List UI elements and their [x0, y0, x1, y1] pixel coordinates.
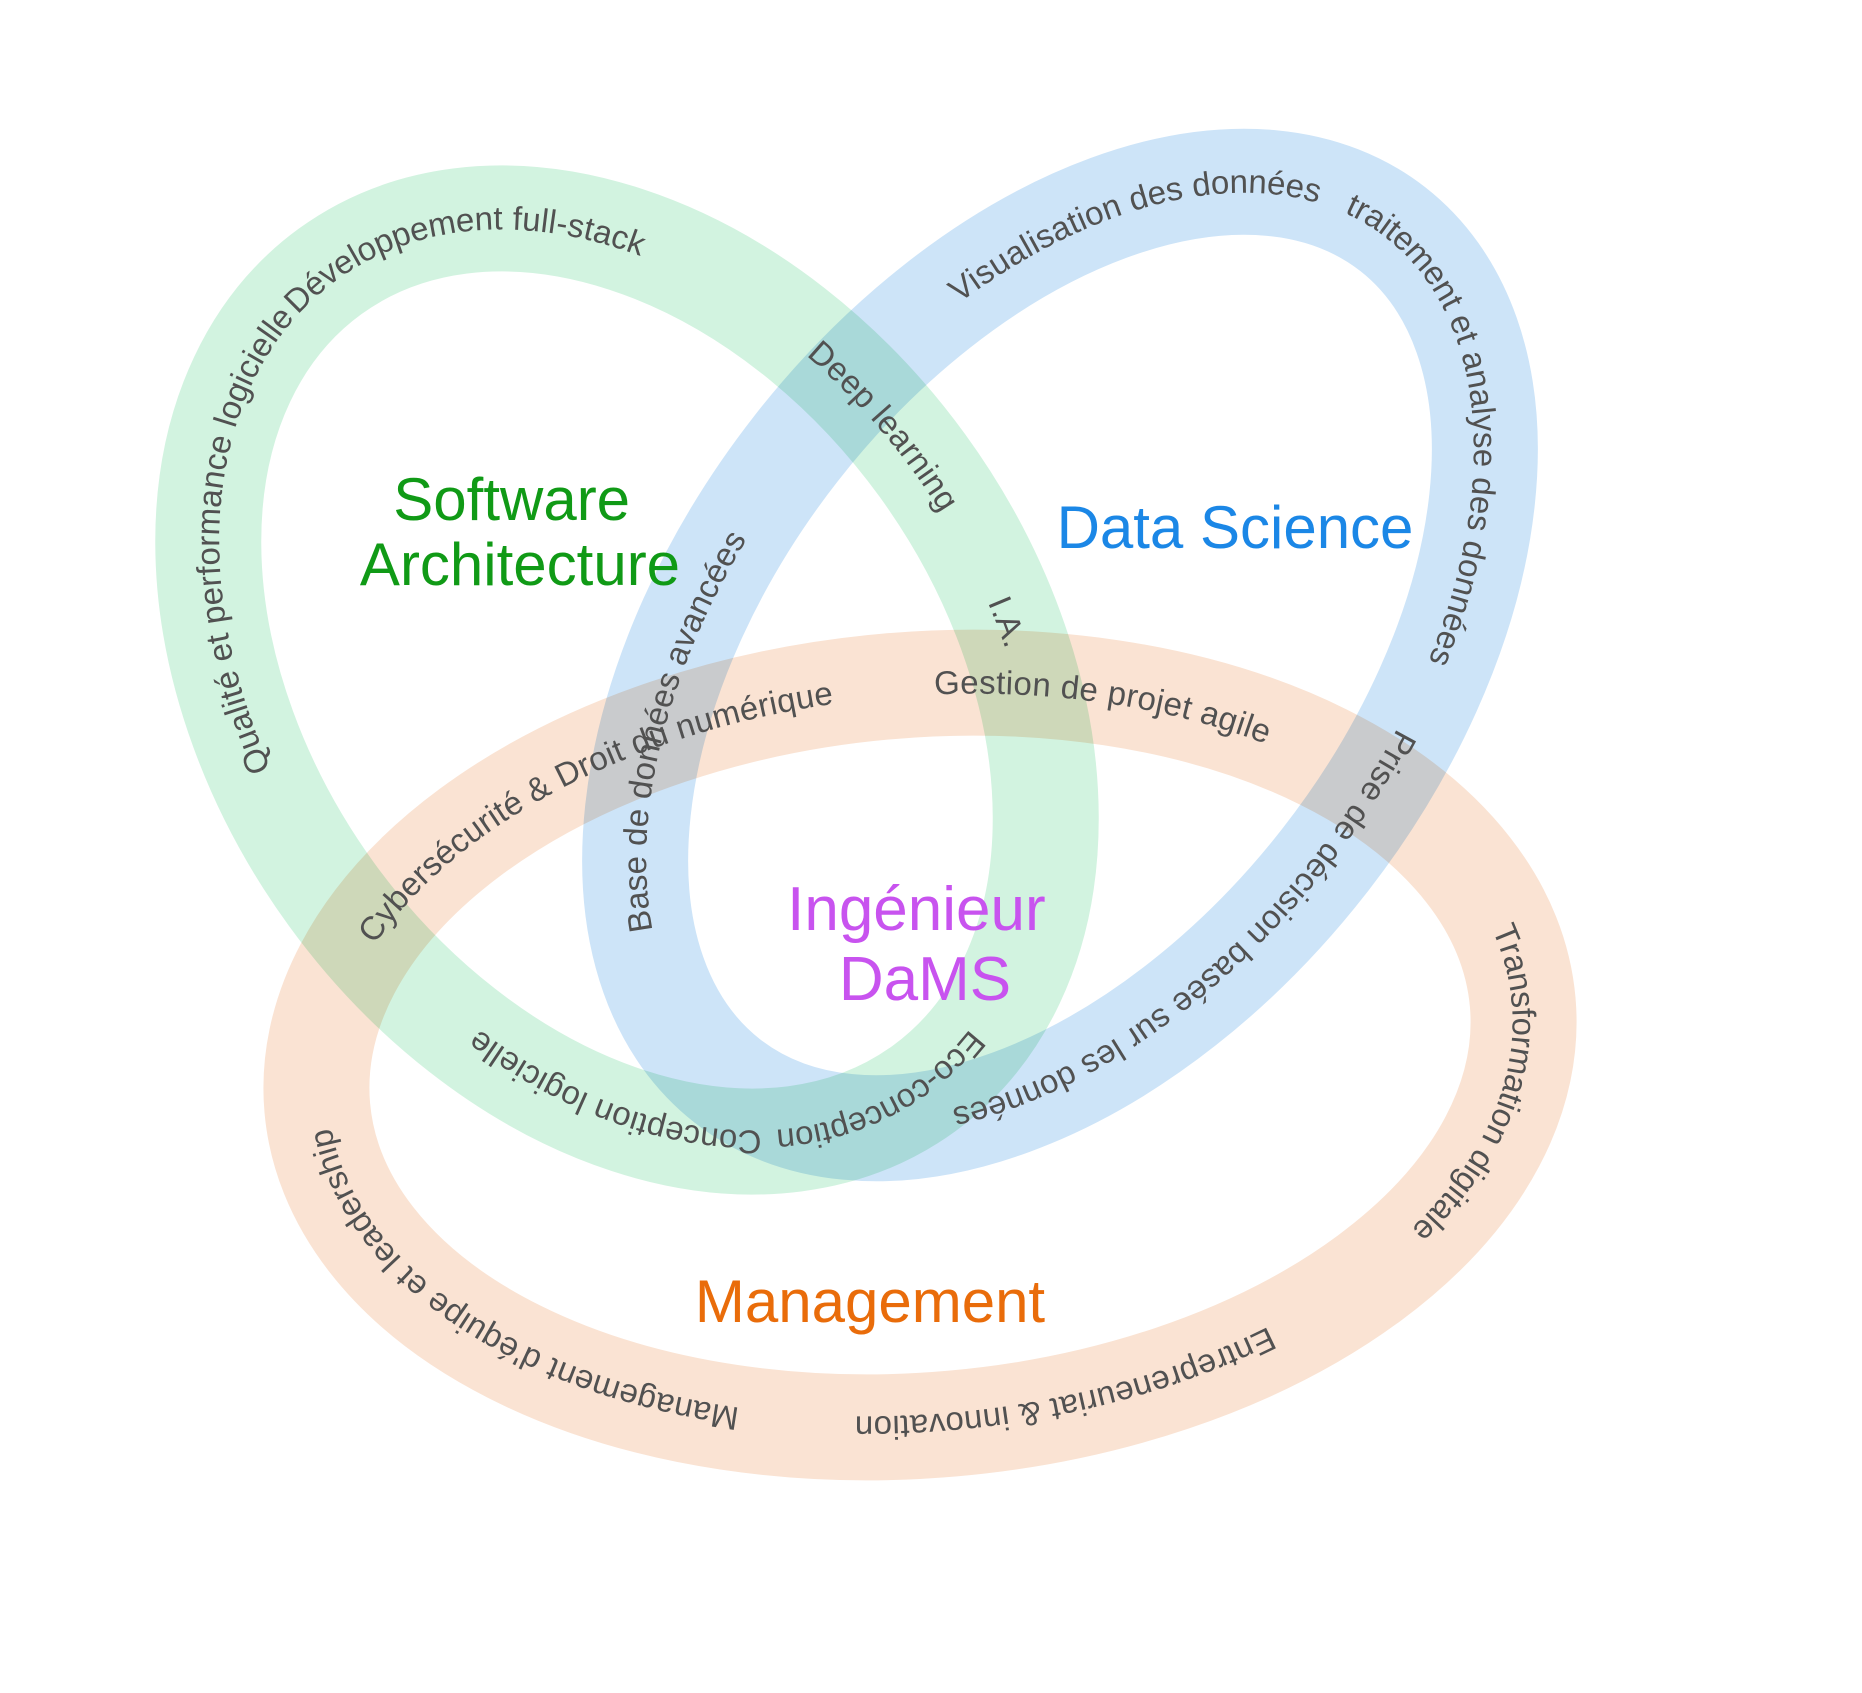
ring-title-line: Architecture: [360, 531, 680, 598]
ring-bands: [155, 129, 1577, 1481]
ring-title-software-architecture: Software Architecture: [360, 466, 680, 598]
ring-title-management: Management: [695, 1268, 1046, 1335]
ring-title-line: Data Science: [1057, 494, 1414, 561]
data-science-ring-band: [582, 129, 1538, 1181]
ring-title-line: Software: [393, 466, 630, 533]
center-title-line: DaMS: [839, 945, 1011, 1014]
ring-title-data-science: Data Science: [1057, 494, 1414, 561]
center-title-line: Ingénieur: [787, 875, 1046, 944]
management-ring-band: [263, 629, 1577, 1481]
center-title-ingenieur-dams: Ingénieur DaMS: [787, 875, 1063, 1014]
ring-title-line: Management: [695, 1268, 1046, 1335]
